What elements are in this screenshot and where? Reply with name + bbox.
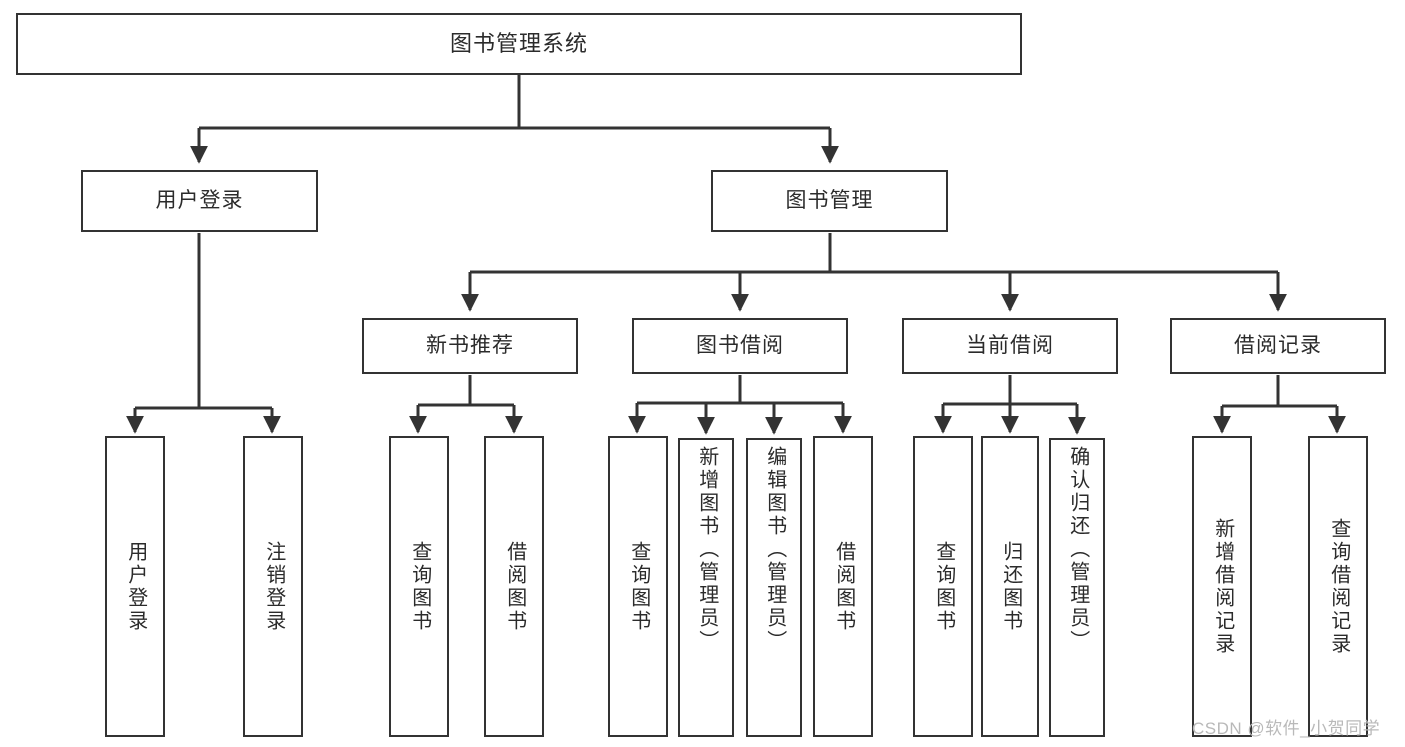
node-label: 图书借阅 bbox=[696, 333, 784, 357]
node-borrow-record[interactable]: 借阅记录 bbox=[1170, 318, 1386, 374]
node-leaf-borrow-book[interactable]: 借阅图书 bbox=[813, 436, 873, 737]
node-label: 用户登录 bbox=[124, 540, 147, 633]
node-label: 用户登录 bbox=[155, 188, 244, 212]
node-leaf-user-login[interactable]: 用户登录 bbox=[105, 436, 165, 737]
node-label: 查询借阅记录 bbox=[1327, 517, 1350, 656]
node-label: 查询图书 bbox=[627, 540, 650, 633]
node-label: 编辑图书（管理员） bbox=[763, 446, 786, 653]
node-leaf-logout[interactable]: 注销登录 bbox=[243, 436, 303, 737]
node-label: 当前借阅 bbox=[966, 333, 1054, 357]
node-label: 图书管理系统 bbox=[449, 31, 588, 57]
node-leaf-borrow-book-recommend[interactable]: 借阅图书 bbox=[484, 436, 544, 737]
node-book-management[interactable]: 图书管理 bbox=[711, 170, 948, 232]
node-label: 借阅记录 bbox=[1234, 333, 1322, 357]
node-label: 查询图书 bbox=[408, 540, 431, 633]
node-root-system[interactable]: 图书管理系统 bbox=[16, 13, 1022, 75]
node-leaf-query-book-recommend[interactable]: 查询图书 bbox=[389, 436, 449, 737]
node-label: 图书管理 bbox=[785, 188, 874, 212]
node-leaf-return-book[interactable]: 归还图书 bbox=[981, 436, 1039, 737]
node-book-borrow[interactable]: 图书借阅 bbox=[632, 318, 848, 374]
node-label: 新增图书（管理员） bbox=[695, 446, 718, 653]
node-user-login[interactable]: 用户登录 bbox=[81, 170, 318, 232]
node-label: 确认归还（管理员） bbox=[1066, 446, 1089, 653]
node-leaf-edit-book-admin[interactable]: 编辑图书（管理员） bbox=[746, 438, 802, 737]
node-leaf-query-borrow-record[interactable]: 查询借阅记录 bbox=[1308, 436, 1368, 737]
node-label: 新书推荐 bbox=[426, 333, 514, 357]
node-label: 借阅图书 bbox=[832, 540, 855, 633]
node-label: 归还图书 bbox=[999, 540, 1022, 633]
node-current-borrow[interactable]: 当前借阅 bbox=[902, 318, 1118, 374]
node-leaf-confirm-return-admin[interactable]: 确认归还（管理员） bbox=[1049, 438, 1105, 737]
node-label: 注销登录 bbox=[262, 540, 285, 633]
node-label: 借阅图书 bbox=[503, 540, 526, 633]
node-leaf-query-book-current[interactable]: 查询图书 bbox=[913, 436, 973, 737]
node-leaf-add-book-admin[interactable]: 新增图书（管理员） bbox=[678, 438, 734, 737]
node-leaf-query-book-borrow[interactable]: 查询图书 bbox=[608, 436, 668, 737]
node-label: 新增借阅记录 bbox=[1211, 517, 1234, 656]
node-label: 查询图书 bbox=[932, 540, 955, 633]
node-leaf-add-borrow-record[interactable]: 新增借阅记录 bbox=[1192, 436, 1252, 737]
node-new-book-recommend[interactable]: 新书推荐 bbox=[362, 318, 578, 374]
